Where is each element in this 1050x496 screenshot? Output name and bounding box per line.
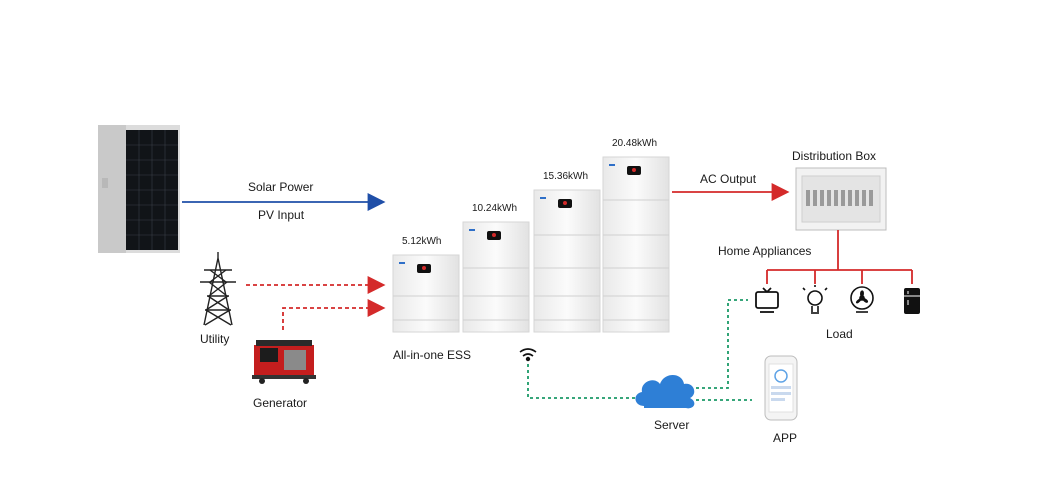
- app-label: APP: [773, 431, 798, 445]
- load-label: Load: [826, 327, 853, 341]
- appliance-wiring: [766, 230, 913, 284]
- phone-icon: [764, 355, 798, 421]
- ess-title: All-in-one ESS: [393, 348, 472, 362]
- generator-label: Generator: [253, 396, 308, 410]
- home-appliances-label: Home Appliances: [718, 244, 812, 258]
- lightbulb-icon: [802, 285, 828, 314]
- generator-line: [282, 299, 386, 330]
- solar-power-label: Solar Power: [248, 180, 314, 194]
- battery-5kwh: [392, 254, 460, 333]
- ac-output-label: AC Output: [700, 172, 757, 186]
- battery-10kwh: [462, 221, 530, 333]
- pv-input-label: PV Input: [258, 208, 305, 222]
- cloud-icon: [635, 375, 695, 409]
- battery-label-15kwh: 15.36kWh: [543, 171, 589, 182]
- solar-panel-icon: [98, 125, 180, 253]
- utility-label: Utility: [200, 332, 230, 346]
- fan-icon: [850, 286, 874, 313]
- fridge-icon: [904, 288, 920, 314]
- battery-15kwh: [533, 189, 601, 333]
- battery-20kwh: [602, 156, 670, 333]
- generator-icon: [252, 340, 316, 384]
- server-label: Server: [654, 418, 690, 432]
- distribution-box-label: Distribution Box: [792, 149, 877, 163]
- battery-label-20kwh: 20.48kWh: [612, 138, 658, 149]
- power-tower-icon: [200, 252, 236, 326]
- tv-icon: [755, 287, 779, 313]
- battery-label-5kwh: 5.12kWh: [402, 236, 442, 247]
- battery-label-10kwh: 10.24kWh: [472, 203, 518, 214]
- distribution-box-icon: [795, 167, 887, 231]
- wifi-icon: [519, 348, 537, 362]
